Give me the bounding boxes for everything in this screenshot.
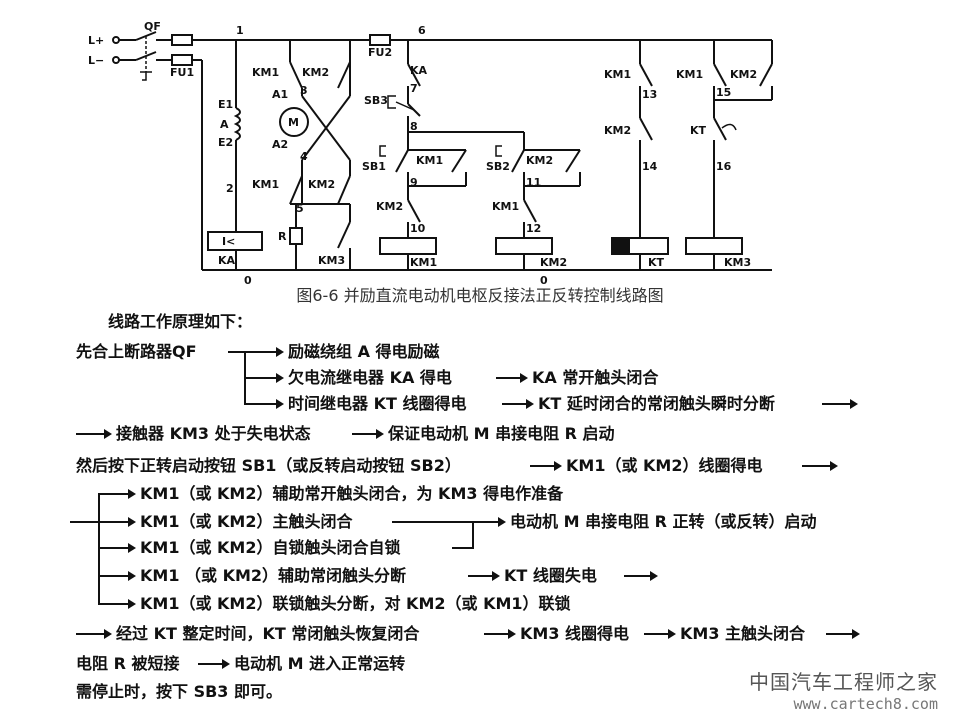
label-fu1: FU1	[170, 66, 194, 79]
consequence-4: KM1 （或 KM2）辅助常闭触头分断	[140, 566, 407, 585]
node-12: 12	[526, 222, 541, 235]
consequence-3: KM1（或 KM2）自锁触头闭合自锁	[140, 538, 401, 557]
node-0-a: 0	[244, 274, 252, 287]
label-sb2: SB2	[486, 160, 510, 173]
label-qf: QF	[144, 20, 161, 33]
line-6-b: KM1（或 KM2）线圈得电	[566, 456, 763, 475]
label-ka-coil: KA	[218, 254, 236, 267]
label-km2-main-top: KM2	[302, 66, 329, 79]
coil-km3	[685, 237, 743, 255]
consequence-5: KM1（或 KM2）联锁触头分断，对 KM2（或 KM1）联锁	[140, 594, 571, 613]
fuse-fu2	[369, 34, 391, 46]
node-11: 11	[526, 176, 541, 189]
figure-caption: 图6-6 并励直流电动机电枢反接法正反转控制线路图	[296, 286, 664, 305]
step-1: 先合上断路器QF	[76, 342, 197, 361]
label-km1-selfhold: KM1	[416, 154, 443, 167]
label-kt-coil: KT	[648, 256, 665, 269]
label-km2-no: KM2	[730, 68, 757, 81]
label-km1-interlock: KM1	[492, 200, 519, 213]
node-0-b: 0	[540, 274, 548, 287]
node-10: 10	[410, 222, 426, 235]
node-3: 3	[300, 84, 308, 97]
label-km1-main-top: KM1	[252, 66, 279, 79]
line-5-b: 保证电动机 M 串接电阻 R 启动	[388, 424, 615, 443]
line-12-b: KM3 线圈得电	[520, 624, 630, 643]
node-4: 4	[300, 150, 308, 163]
label-a2: A2	[272, 138, 288, 151]
coil-km1	[379, 237, 437, 255]
line-13-a: 电阻 R 被短接	[76, 654, 180, 673]
label-l-minus: L−	[88, 54, 104, 67]
label-a: A	[220, 118, 229, 131]
label-e1: E1	[218, 98, 233, 111]
watermark-title: 中国汽车工程师之家	[749, 670, 938, 694]
node-16: 16	[716, 160, 732, 173]
branch-2: 欠电流继电器 KA 得电	[288, 368, 452, 387]
label-km2-coil: KM2	[540, 256, 567, 269]
node-8: 8	[410, 120, 418, 133]
line-13-b: 电动机 M 进入正常运转	[234, 654, 406, 673]
consequence-2-result: 电动机 M 串接电阻 R 正转（或反转）启动	[510, 512, 817, 531]
line-12-a: 经过 KT 整定时间，KT 常闭触头恢复闭合	[116, 624, 420, 643]
coil-km2	[495, 237, 553, 255]
line-14: 需停止时，按下 SB3 即可。	[76, 682, 282, 701]
node-9: 9	[410, 176, 418, 189]
resistor-r	[289, 227, 303, 245]
consequence-1: KM1（或 KM2）辅助常开触头闭合，为 KM3 得电作准备	[140, 484, 564, 503]
motor-m	[279, 107, 309, 137]
consequence-2: KM1（或 KM2）主触头闭合	[140, 512, 353, 531]
intro-line: 线路工作原理如下：	[108, 312, 253, 331]
line-12-c: KM3 主触头闭合	[680, 624, 806, 643]
branch-2-result: KA 常开触头闭合	[532, 368, 659, 387]
label-km1-nc: KM1	[604, 68, 631, 81]
label-r: R	[278, 230, 287, 243]
label-m: M	[288, 116, 299, 129]
label-km2-selfhold: KM2	[526, 154, 553, 167]
consequence-4-result: KT 线圈失电	[504, 566, 597, 585]
label-a1: A1	[272, 88, 288, 101]
branch-1: 励磁绕组 A 得电励磁	[288, 342, 440, 361]
label-km1-no: KM1	[676, 68, 703, 81]
label-km2-main-bottom: KM2	[308, 178, 335, 191]
node-13: 13	[642, 88, 657, 101]
fuse-fu1-top	[171, 34, 193, 46]
label-ka-contact: KA	[410, 64, 428, 77]
node-5: 5	[296, 202, 304, 215]
label-km2-interlock: KM2	[376, 200, 403, 213]
label-km1-coil: KM1	[410, 256, 437, 269]
node-2: 2	[226, 182, 234, 195]
label-sb3: SB3	[364, 94, 388, 107]
l-minus-terminal	[112, 56, 120, 64]
label-i-lt: I<	[222, 235, 235, 248]
circuit-diagram: L+ L− QF FU1 FU2 1 6 0 0 E1 A E2 2 I< KA…	[88, 20, 773, 287]
node-1: 1	[236, 24, 244, 37]
label-e2: E2	[218, 136, 233, 149]
label-km1-main-bottom: KM1	[252, 178, 279, 191]
watermark: 中国汽车工程师之家 www.cartech8.com	[749, 666, 938, 713]
label-sb1: SB1	[362, 160, 386, 173]
branch-3-result: KT 延时闭合的常闭触头瞬时分断	[538, 394, 775, 413]
node-6: 6	[418, 24, 426, 37]
l-plus-terminal	[112, 36, 120, 44]
node-14: 14	[642, 160, 658, 173]
node-15: 15	[716, 86, 731, 99]
watermark-url: www.cartech8.com	[793, 695, 939, 713]
line-6-a: 然后按下正转启动按钮 SB1（或反转启动按钮 SB2）	[76, 456, 461, 475]
label-km2-nc: KM2	[604, 124, 631, 137]
node-7: 7	[410, 82, 418, 95]
branch-3: 时间继电器 KT 线圈得电	[288, 394, 467, 413]
label-l-plus: L+	[88, 34, 104, 47]
fuse-fu1-bottom	[171, 54, 193, 66]
label-km3-coil: KM3	[724, 256, 751, 269]
coil-kt-marker	[612, 238, 630, 254]
label-fu2: FU2	[368, 46, 392, 59]
line-5-a: 接触器 KM3 处于失电状态	[116, 424, 311, 443]
label-kt-contact: KT	[690, 124, 707, 137]
label-km3-main: KM3	[318, 254, 345, 267]
